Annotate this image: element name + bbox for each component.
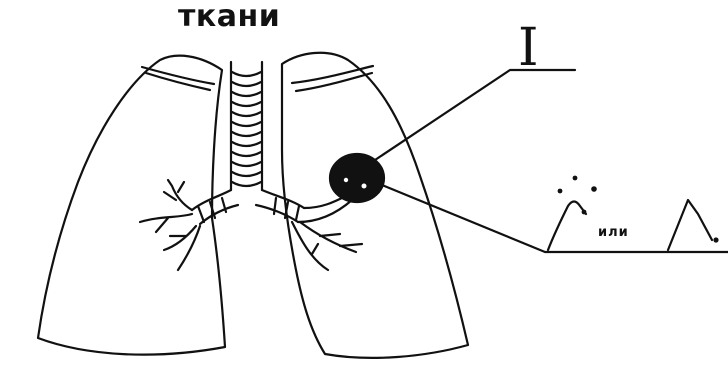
trachea bbox=[231, 62, 262, 190]
signal-dot bbox=[713, 237, 718, 242]
left-clavicle-line bbox=[292, 66, 373, 91]
signal-dot bbox=[558, 189, 563, 194]
signal-peak-triangle bbox=[668, 200, 712, 250]
nodule-highlight-dot bbox=[344, 178, 348, 182]
nodule-highlight-dot bbox=[362, 184, 367, 189]
signal-peak-irregular bbox=[548, 202, 586, 251]
right-main-bronchus bbox=[140, 180, 238, 270]
signal-dot bbox=[582, 210, 587, 215]
right-clavicle-line bbox=[142, 67, 214, 90]
lung-nodule bbox=[330, 154, 384, 202]
right-lung-outline bbox=[38, 56, 225, 355]
signal-dot bbox=[573, 176, 578, 181]
left-lung-outline bbox=[282, 53, 468, 358]
left-main-bronchus bbox=[256, 190, 362, 270]
marker-leader-line bbox=[375, 70, 575, 160]
signal-dot bbox=[591, 186, 597, 192]
or-label: или bbox=[598, 226, 629, 239]
diagram-title: ткани bbox=[178, 2, 280, 32]
marker-numeral-label: I bbox=[518, 22, 539, 74]
